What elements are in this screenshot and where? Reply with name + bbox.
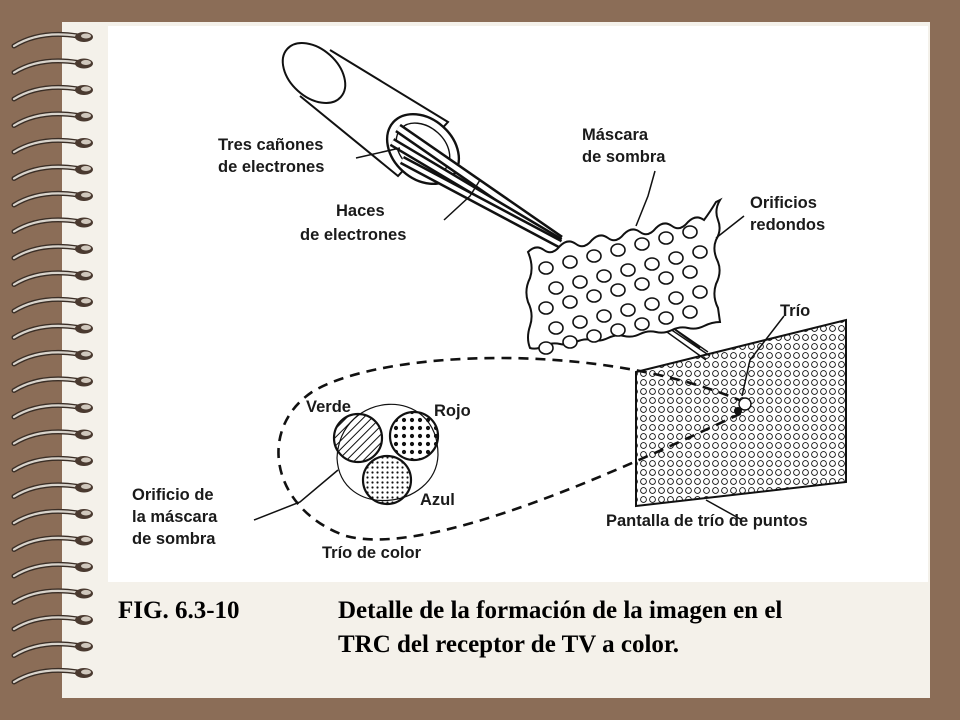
mask-hole	[548, 281, 564, 295]
spiral-binding	[11, 31, 93, 685]
binding-ring	[11, 402, 93, 420]
binding-ring	[11, 164, 93, 181]
binding-ring	[11, 376, 93, 393]
label-color-trio: Trío de color	[322, 544, 422, 562]
label-holes-2: redondos	[750, 216, 825, 234]
binding-ring	[11, 84, 93, 102]
label-trio: Trío	[780, 302, 810, 320]
mask-hole	[538, 301, 554, 315]
label-verde: Verde	[306, 398, 351, 416]
mask-hole	[668, 291, 684, 305]
mask-hole	[620, 303, 636, 317]
shadow-mask	[525, 197, 723, 355]
label-mask-hole-1: Orificio de	[132, 486, 214, 504]
binding-ring	[11, 641, 93, 658]
mask-hole	[562, 335, 578, 349]
mask-hole	[682, 225, 698, 239]
mask-hole	[682, 305, 698, 319]
binding-ring	[11, 614, 93, 632]
binding-ring	[11, 111, 93, 128]
mask-hole	[634, 317, 650, 331]
caption-text: Detalle de la formación de la imagen en …	[338, 594, 938, 662]
mask-hole	[562, 295, 578, 309]
mask-hole	[658, 311, 674, 325]
binding-ring	[11, 429, 93, 446]
binding-ring	[11, 137, 93, 155]
label-beams-1: Haces	[336, 202, 385, 220]
binding-ring	[11, 270, 93, 287]
mask-hole	[692, 245, 708, 259]
binding-ring	[11, 667, 93, 685]
mask-hole	[586, 249, 602, 263]
pointer-lines	[253, 147, 785, 521]
mask-hole	[586, 289, 602, 303]
label-guns-1: Tres cañones	[218, 136, 323, 154]
mask-hole	[692, 285, 708, 299]
binding-ring	[11, 243, 93, 261]
label-holes-1: Orificios	[750, 194, 817, 212]
electron-beams	[389, 123, 711, 361]
color-trio	[332, 403, 440, 506]
label-beams-2: de electrones	[300, 226, 406, 244]
mask-hole	[610, 283, 626, 297]
red-dot	[388, 410, 440, 462]
binding-ring	[11, 217, 93, 234]
mask-hole	[562, 255, 578, 269]
binding-ring	[11, 58, 93, 75]
label-mask-2: de sombra	[582, 148, 666, 166]
label-mask-hole-3: de sombra	[132, 530, 216, 548]
binding-ring	[11, 349, 93, 367]
mask-hole	[572, 275, 588, 289]
binding-ring	[11, 31, 93, 49]
mask-hole	[644, 257, 660, 271]
mask-hole	[634, 237, 650, 251]
label-rojo: Rojo	[434, 402, 471, 420]
binding-ring	[11, 455, 93, 473]
mask-hole	[586, 329, 602, 343]
binding-ring	[11, 482, 93, 499]
mask-hole	[644, 297, 660, 311]
mask-hole	[548, 321, 564, 335]
mask-hole	[538, 261, 554, 275]
binding-ring	[11, 535, 93, 552]
caption-line-2: TRC del receptor de TV a color.	[338, 631, 679, 658]
label-screen: Pantalla de trío de puntos	[606, 512, 808, 530]
binding-ring	[11, 508, 93, 526]
mask-hole	[620, 263, 636, 277]
mask-hole	[596, 309, 612, 323]
caption-figure-number: FIG. 6.3-10	[118, 597, 240, 624]
label-mask-1: Máscara	[582, 126, 649, 144]
mask-hole	[538, 341, 554, 355]
enlargement-outline	[277, 356, 752, 541]
binding-ring	[11, 296, 93, 314]
label-azul: Azul	[420, 491, 455, 509]
blue-dot	[361, 454, 413, 506]
binding-ring	[11, 561, 93, 579]
mask-hole	[658, 271, 674, 285]
mask-hole	[610, 323, 626, 337]
diagram-labels: Tres cañones de electrones Haces de elec…	[132, 126, 825, 562]
binding-ring	[11, 323, 93, 340]
mask-hole	[596, 269, 612, 283]
scanned-figure-area	[108, 26, 928, 582]
mask-hole	[668, 251, 684, 265]
binding-ring	[11, 588, 93, 605]
mask-hole	[572, 315, 588, 329]
mask-hole	[610, 243, 626, 257]
mask-hole	[634, 277, 650, 291]
binding-ring	[11, 190, 93, 208]
label-mask-hole-2: la máscara	[132, 508, 218, 526]
mask-hole	[658, 231, 674, 245]
caption-line-1: Detalle de la formación de la imagen en …	[338, 597, 783, 624]
label-guns-2: de electrones	[218, 158, 324, 176]
mask-hole	[682, 265, 698, 279]
green-dot	[332, 412, 384, 464]
